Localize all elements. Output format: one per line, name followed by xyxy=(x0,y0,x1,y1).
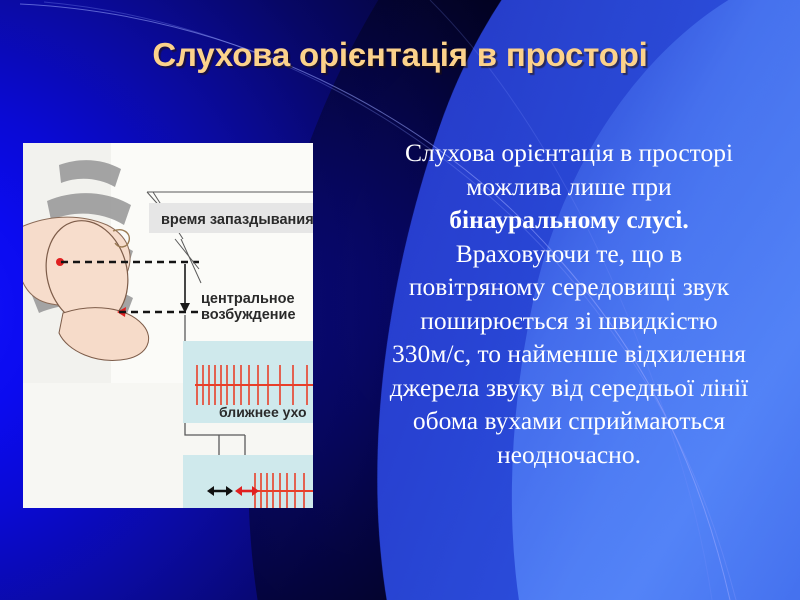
label-central-line2: возбуждение xyxy=(201,307,296,323)
body-text-block: Слухова орієнтація в просторі можлива ли… xyxy=(338,136,800,471)
head-diagram xyxy=(23,216,149,361)
spike-train-far-ear xyxy=(183,455,313,508)
body-line-5: повітряному середовищі звук xyxy=(408,272,730,301)
label-delay-text: время запаздывания xyxy=(161,212,313,228)
spike-train-near-ear: ближнее ухо xyxy=(183,341,313,423)
body-line-4: Враховуючи те, що в xyxy=(455,238,683,268)
body-line-7: 330м/с, то найменше відхилення xyxy=(391,339,747,368)
label-central-excitation: центральное возбуждение xyxy=(201,291,296,323)
body-line-6: поширюється зі швидкістю xyxy=(420,305,718,335)
body-line-10: неодночасно. xyxy=(497,439,641,469)
body-line-8: джерела звуку від середньої лінії xyxy=(389,372,749,402)
label-delay: время запаздывания xyxy=(149,203,313,233)
delay-measure xyxy=(61,260,199,314)
body-bold-phrase: бінауральному слусі. xyxy=(449,205,689,234)
label-central-line1: центральное xyxy=(201,291,295,307)
page-title: Слухова орієнтація в просторі xyxy=(152,36,648,73)
label-near-ear: ближнее ухо xyxy=(219,404,307,420)
auditory-localization-figure: время запаздывания центральное возбужден… xyxy=(23,143,313,508)
body-line-2: можлива лише при xyxy=(466,171,672,201)
far-ear-marker xyxy=(56,258,64,266)
body-line-1: Слухова орієнтація в просторі xyxy=(404,138,734,167)
interval-arrow-red xyxy=(235,486,259,496)
body-line-9: обома вухами сприймаються xyxy=(412,406,726,435)
figure-svg: время запаздывания центральное возбужден… xyxy=(23,143,313,508)
interval-arrow-black xyxy=(207,486,233,496)
